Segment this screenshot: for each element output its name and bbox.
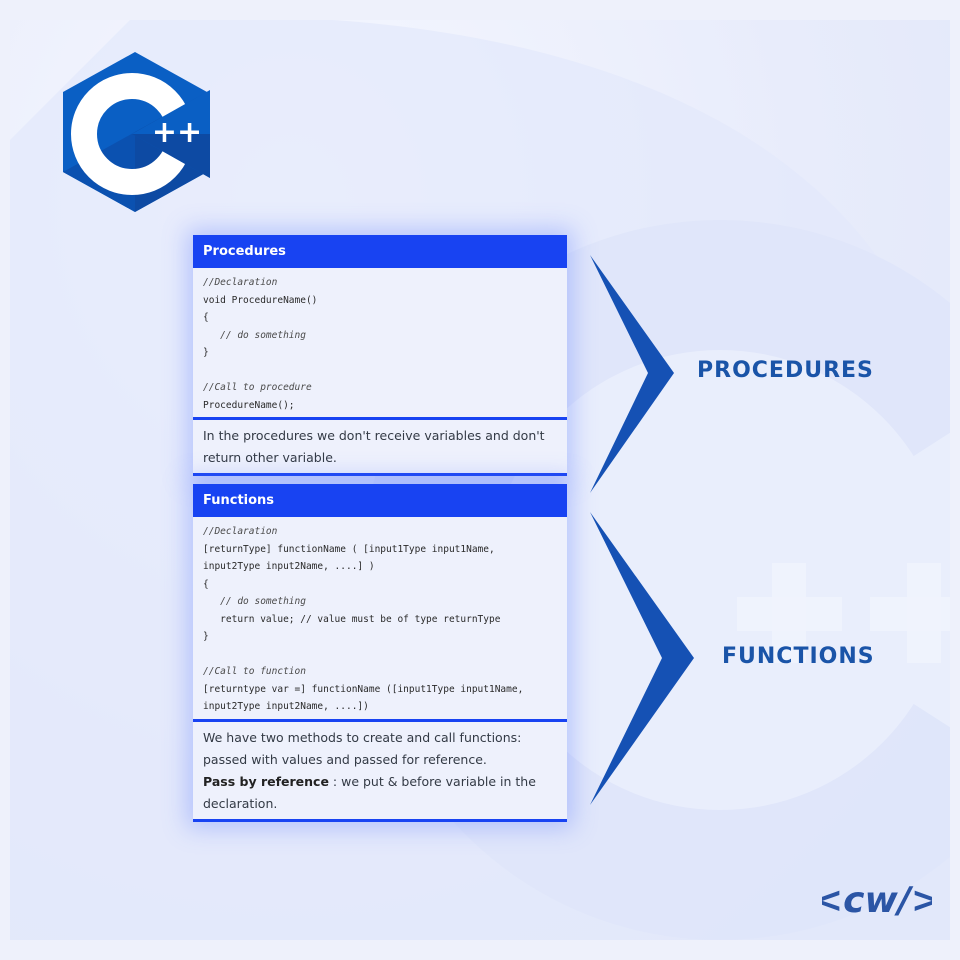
functions-description: We have two methods to create and call f… bbox=[193, 722, 567, 822]
code-line: //Declaration bbox=[203, 277, 278, 288]
code-line: //Call to function bbox=[203, 666, 306, 677]
code-line: } bbox=[203, 347, 209, 358]
code-line: // do something bbox=[203, 329, 306, 341]
code-line: { bbox=[203, 578, 209, 590]
brand-mark-text: <cw/> bbox=[822, 880, 932, 921]
cw-brand-logo: <cw/> bbox=[822, 880, 932, 921]
cpp-logo: ++ bbox=[63, 52, 210, 212]
code-line: input2Type input2Name, ....]) bbox=[203, 701, 369, 712]
code-line: //Call to procedure bbox=[203, 382, 312, 393]
code-line: // do something bbox=[203, 596, 306, 607]
code-line bbox=[203, 362, 557, 380]
pass-by-reference-text: : we put & before variable in the declar… bbox=[203, 773, 536, 811]
procedures-label: PROCEDURES bbox=[697, 358, 874, 383]
procedures-description: In the procedures we don't receive varia… bbox=[193, 420, 567, 476]
code-line: void ProcedureName() bbox=[203, 294, 318, 306]
code-line: return value; // value must be of type r… bbox=[203, 613, 501, 625]
code-line: } bbox=[203, 631, 209, 642]
code-line: [returntype var =] functionName ([input1… bbox=[203, 683, 524, 695]
code-line: { bbox=[203, 312, 209, 323]
procedures-code-block: //Declaration void ProcedureName() { // … bbox=[193, 268, 567, 420]
code-line: //Declaration bbox=[203, 526, 278, 537]
procedures-chevron-icon bbox=[590, 255, 674, 493]
code-line: input2Type input2Name, ....] ) bbox=[203, 561, 375, 572]
functions-chevron-icon bbox=[590, 512, 694, 805]
code-line bbox=[203, 646, 557, 664]
pass-by-reference-label: Pass by reference bbox=[203, 773, 329, 789]
procedures-card-title: Procedures bbox=[193, 235, 567, 268]
logo-plus-text: ++ bbox=[152, 115, 202, 150]
code-line: ProcedureName(); bbox=[203, 399, 295, 411]
code-line: [returnType] functionName ( [input1Type … bbox=[203, 543, 495, 555]
functions-code-block: //Declaration [returnType] functionName … bbox=[193, 517, 567, 722]
functions-description-methods: We have two methods to create and call f… bbox=[203, 729, 522, 767]
functions-card: Functions //Declaration [returnType] fun… bbox=[193, 484, 567, 822]
functions-label: FUNCTIONS bbox=[722, 644, 875, 669]
functions-card-title: Functions bbox=[193, 484, 567, 517]
procedures-card: Procedures //Declaration void ProcedureN… bbox=[193, 235, 567, 476]
